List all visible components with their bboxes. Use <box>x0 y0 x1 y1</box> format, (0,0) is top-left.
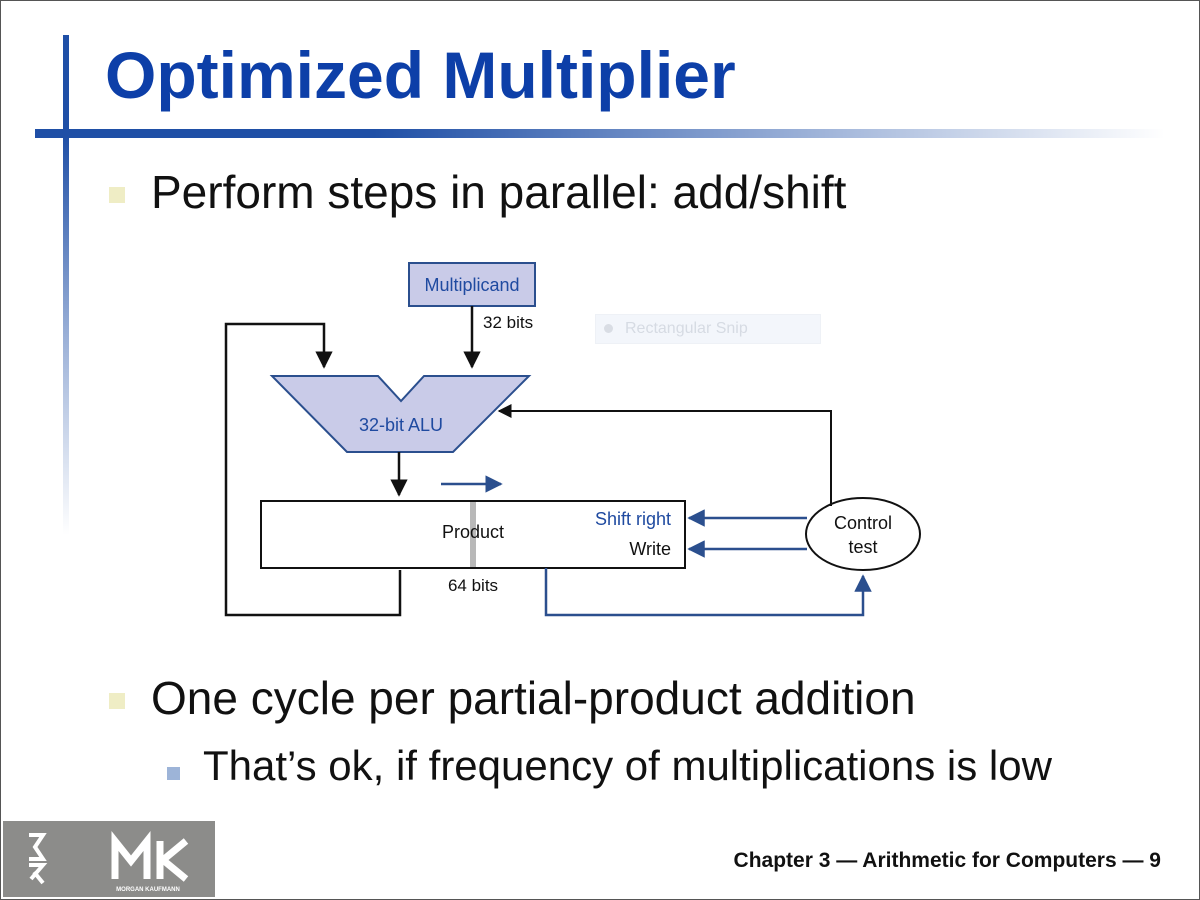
control-test-unit <box>805 497 921 571</box>
bullet-marker <box>109 187 125 203</box>
test-label: test <box>848 537 877 557</box>
footer-caption: Chapter 3 — Arithmetic for Computers — 9 <box>733 849 1161 872</box>
product-feedback-loop <box>224 322 402 617</box>
slide-title: Optimized Multiplier <box>105 38 736 112</box>
write-label: Write <box>629 539 671 559</box>
sub-bullet-marker <box>167 767 180 780</box>
alu-label: 32-bit ALU <box>359 415 443 435</box>
sub-bullet-text: That’s ok, if frequency of multiplicatio… <box>203 742 1052 789</box>
multiplicand-width-label: 32 bits <box>483 313 533 332</box>
multiplicand-label: Multiplicand <box>424 275 519 295</box>
bullet-text: One cycle per partial-product addition <box>151 672 916 724</box>
shift-right-label: Shift right <box>595 509 671 529</box>
bullet-text: Perform steps in parallel: add/shift <box>151 166 847 218</box>
bullet-marker <box>109 693 125 709</box>
record-dot-icon <box>604 324 613 334</box>
logo-subtext: MORGAN KAUFMANN <box>116 887 180 893</box>
publisher-logo: MORGAN KAUFMANN <box>3 821 215 897</box>
control-to-alu-arrow <box>497 404 832 506</box>
title-vertical-bar <box>63 35 69 535</box>
title-underline-bar <box>35 129 1165 138</box>
snip-label: Rectangular Snip <box>625 320 748 337</box>
product-label: Product <box>442 522 504 542</box>
alu-shape <box>269 375 532 453</box>
product-to-control-arrow <box>544 568 872 617</box>
control-label: Control <box>834 513 892 533</box>
rectangular-snip-overlay: Rectangular Snip <box>595 314 821 344</box>
product-width-label: 64 bits <box>448 576 498 595</box>
mk-logo-icon: MORGAN KAUFMANN <box>29 831 189 893</box>
product-split-marker <box>470 502 476 567</box>
